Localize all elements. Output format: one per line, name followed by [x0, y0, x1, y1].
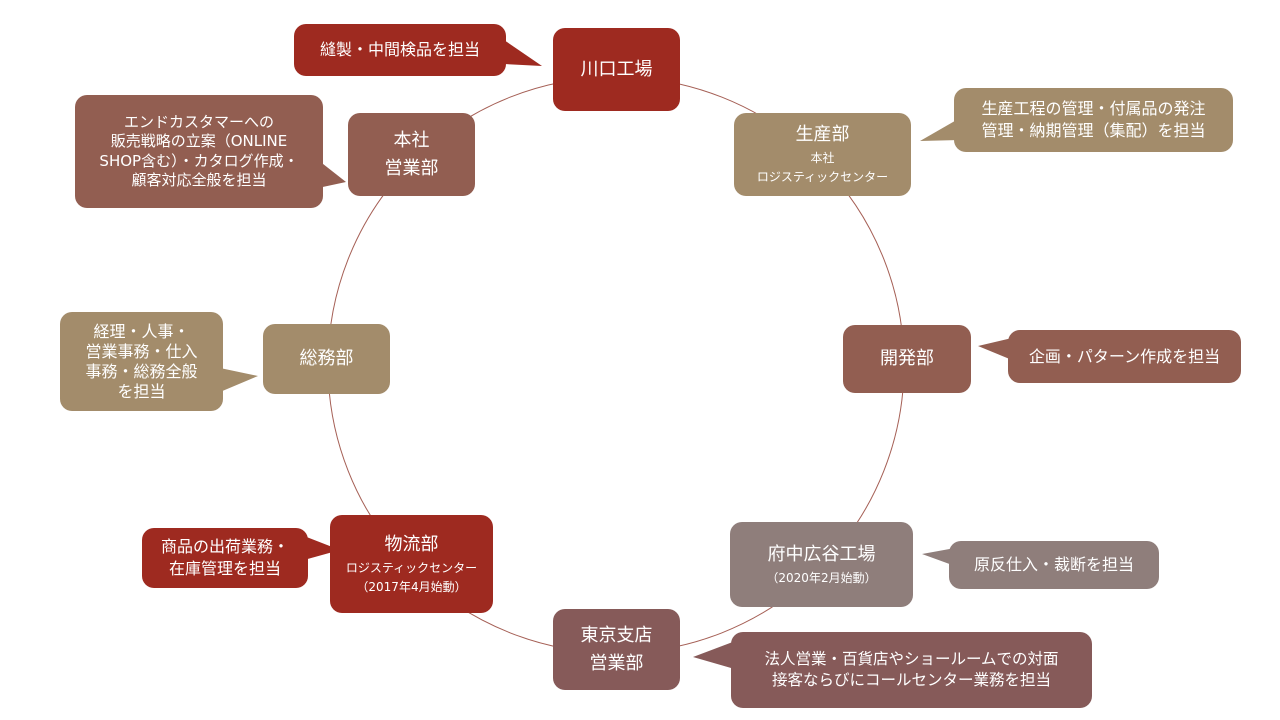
node-fuchu-factory: 府中広谷工場 （2020年2月始動）	[730, 522, 913, 607]
callout-text: 販売戦略の立案（ONLINE	[110, 132, 288, 150]
callout-text: を担当	[117, 381, 166, 401]
callout-text: 原反仕入・裁断を担当	[973, 555, 1134, 575]
callout-text: 法人営業・百貨店やショールームでの対面	[764, 650, 1059, 669]
callout-tail-fuchu	[922, 548, 955, 566]
node-title: 営業部	[384, 157, 439, 179]
callout-text: 企画・パターン作成を担当	[1028, 346, 1221, 366]
node-title: 総務部	[299, 348, 354, 370]
callout-tokyo: 法人営業・百貨店やショールームでの対面 接客ならびにコールセンター業務を担当	[731, 632, 1092, 708]
node-production-dept: 生産部 本社 ロジスティックセンター	[734, 113, 911, 196]
node-tokyo-branch: 東京支店 営業部	[553, 609, 680, 690]
node-logistics-dept: 物流部 ロジスティックセンター （2017年4月始動）	[330, 515, 493, 613]
callout-text: 生産工程の管理・付属品の発注	[981, 99, 1206, 119]
node-subtitle: ロジスティックセンター	[756, 170, 889, 185]
node-title: 東京支店	[580, 624, 653, 646]
callout-tail-seisan	[920, 118, 960, 141]
node-headquarters-sales: 本社 営業部	[348, 113, 475, 196]
node-title: 生産部	[795, 124, 850, 146]
callout-text: 商品の出荷業務・	[160, 537, 289, 557]
callout-fuchu: 原反仕入・裁断を担当	[949, 541, 1159, 589]
callout-tail-butsuryu	[304, 536, 340, 560]
callout-text: 管理・納期管理（集配）を担当	[981, 121, 1206, 140]
callout-tail-kawaguchi	[504, 40, 542, 66]
node-kawaguchi-factory: 川口工場	[553, 28, 680, 111]
node-subtitle: （2020年2月始動）	[766, 570, 877, 585]
callout-headquarters: エンドカスタマーへの 販売戦略の立案（ONLINE SHOP含む）・カタログ作成…	[75, 95, 323, 208]
callout-tail-kaihatsu	[978, 338, 1012, 360]
node-title: 開発部	[880, 348, 934, 370]
node-title: 営業部	[589, 652, 644, 674]
callout-text: 顧客対応全般を担当	[131, 171, 267, 189]
callout-text: 営業事務・仕入	[85, 341, 198, 361]
callout-text: 縫製・中間検品を担当	[319, 40, 480, 60]
callout-logistics: 商品の出荷業務・ 在庫管理を担当	[142, 528, 308, 588]
node-title: 本社	[393, 129, 430, 151]
callout-production: 生産工程の管理・付属品の発注 管理・納期管理（集配）を担当	[954, 88, 1233, 152]
callout-text: 事務・総務全般	[85, 361, 198, 381]
callout-text: 在庫管理を担当	[168, 559, 281, 578]
node-subtitle: （2017年4月始動）	[356, 579, 467, 594]
callout-tail-somu	[220, 368, 258, 392]
callout-development: 企画・パターン作成を担当	[1008, 330, 1241, 383]
callout-tail-honsha	[318, 160, 346, 188]
node-title: 川口工場	[580, 58, 653, 80]
callout-kawaguchi: 縫製・中間検品を担当	[294, 24, 506, 76]
callout-text: SHOP含む）・カタログ作成・	[99, 151, 299, 170]
node-development-dept: 開発部	[843, 325, 971, 393]
callout-text: 経理・人事・	[93, 321, 190, 341]
node-subtitle: ロジスティックセンター	[345, 560, 478, 575]
callout-general-affairs: 経理・人事・ 営業事務・仕入 事務・総務全般 を担当	[60, 312, 223, 411]
node-subtitle: 本社	[810, 151, 835, 166]
callout-tail-tokyo	[693, 640, 738, 670]
node-title: 物流部	[384, 533, 439, 555]
node-general-affairs-dept: 総務部	[263, 324, 390, 394]
callout-text: 接客ならびにコールセンター業務を担当	[771, 671, 1051, 689]
callout-text: エンドカスタマーへの	[123, 112, 274, 131]
node-title: 府中広谷工場	[767, 543, 876, 565]
